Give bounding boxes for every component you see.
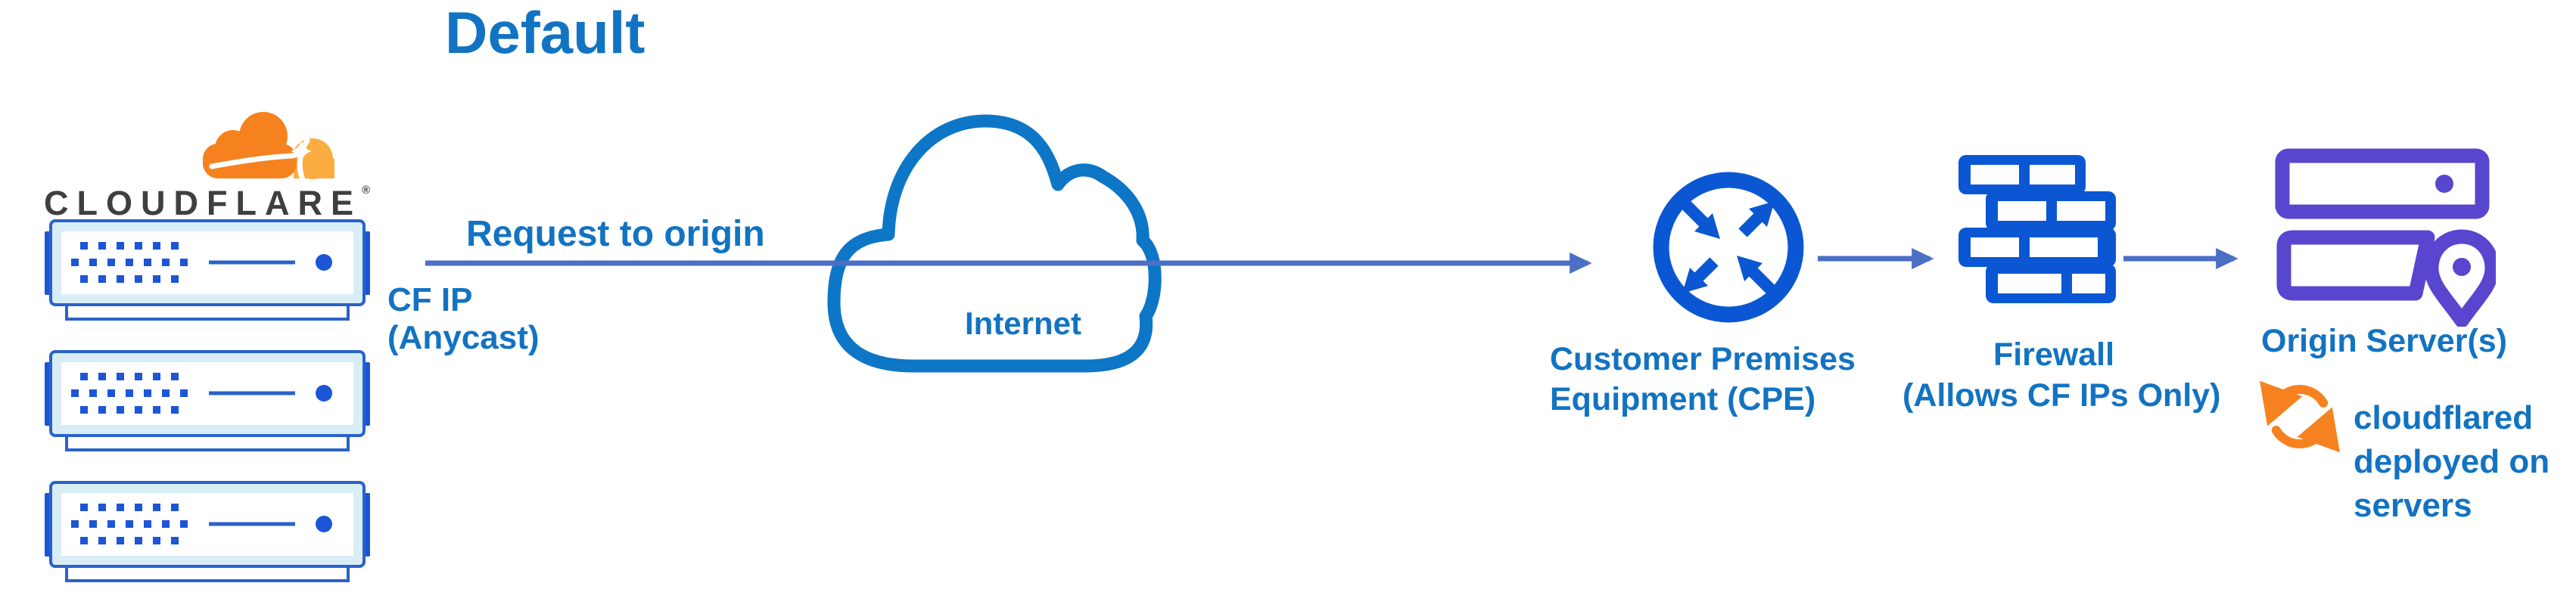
cloudflare-logo-main-cloud	[203, 112, 297, 178]
cloudflare-logo-icon	[203, 112, 334, 183]
cpe-label: Customer Premises Equipment (CPE)	[1550, 340, 1856, 420]
origin-label: Origin Server(s)	[2261, 323, 2507, 359]
cf-ip-anycast-label: CF IP (Anycast)	[387, 281, 540, 357]
internet-cloud-icon	[827, 114, 1162, 373]
edge-server-icon	[45, 350, 370, 451]
edge-server-icon	[45, 481, 370, 582]
origin-rack-top	[2275, 148, 2490, 219]
registered-trademark: ®	[361, 184, 371, 197]
cloudflared-note-line3: servers	[2354, 487, 2472, 524]
sync-arrows-icon	[2260, 381, 2340, 452]
server-led	[316, 254, 332, 271]
cloudflare-wordmark: CLOUDFLARE®	[44, 184, 370, 223]
cf-ip-label-line1: CF IP	[387, 281, 473, 318]
cloudflare-logo-split	[297, 138, 310, 183]
origin-rack-dot	[2435, 175, 2453, 193]
server-dot-matrix	[71, 242, 188, 283]
firewall-label: Firewall (Allows CF IPs Only)	[1902, 334, 2221, 416]
cloudflared-note-line1: cloudflared	[2354, 399, 2534, 436]
location-pin-dot	[2453, 258, 2471, 276]
cloudflared-note-line2: deployed on	[2354, 443, 2550, 480]
cf-ip-label-line2: (Anycast)	[387, 319, 540, 356]
cpe-label-line2: Equipment (CPE)	[1550, 381, 1816, 417]
firewall-bricks	[1971, 165, 2105, 293]
firewall-label-line2: (Allows CF IPs Only)	[1902, 377, 2221, 414]
server-panel	[61, 231, 353, 294]
origin-rack-bottom	[2276, 230, 2435, 301]
request-to-origin-label: Request to origin	[466, 214, 765, 254]
cpe-label-line1: Customer Premises	[1550, 341, 1856, 377]
cloudflare-logo-sparkle	[291, 141, 312, 162]
cloudflared-note: cloudflared deployed on servers	[2354, 396, 2550, 528]
firewall-label-line1: Firewall	[1993, 336, 2115, 373]
page-title: Default	[445, 0, 646, 66]
origin-servers-icon	[2275, 148, 2496, 327]
firewall-icon	[1958, 155, 2116, 303]
edge-server-icon	[45, 219, 370, 321]
router-cpe-icon	[1653, 172, 1804, 323]
cloudflare-wordmark-text: CLOUDFLARE	[44, 184, 362, 222]
internet-label: Internet	[964, 305, 1082, 341]
location-pin-icon	[2424, 229, 2496, 327]
